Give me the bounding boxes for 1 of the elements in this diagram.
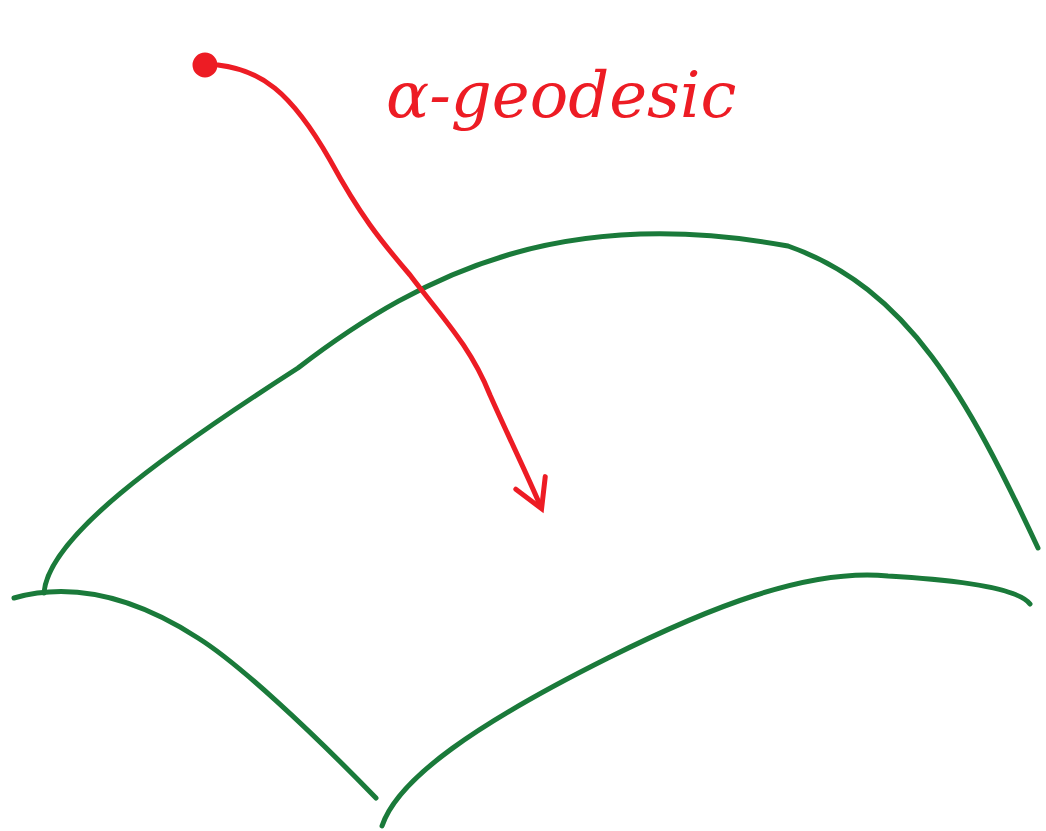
arrow bbox=[215, 62, 548, 512]
